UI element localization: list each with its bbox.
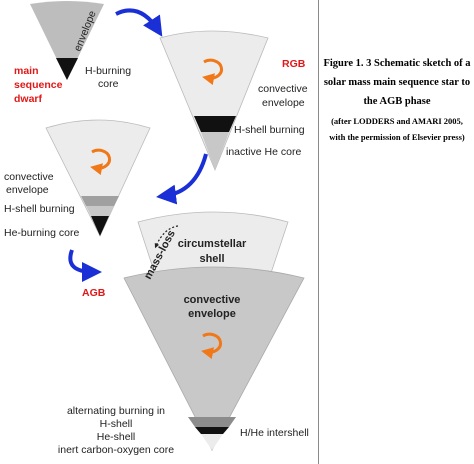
- stage3-h-shell-label: H-shell burning: [4, 203, 75, 215]
- rgb-wedge: [159, 30, 269, 172]
- svg-text:shell: shell: [199, 253, 224, 265]
- evolution-arrow-2: [156, 153, 208, 205]
- svg-text:He-shell: He-shell: [97, 431, 136, 443]
- svg-text:circumstellar: circumstellar: [178, 238, 247, 250]
- alternating-burning-label: alternating burning in H-shell He-shell …: [58, 405, 174, 456]
- evolution-arrow-3: [68, 249, 102, 282]
- agb-convective-envelope-label: convective envelope: [184, 294, 241, 320]
- circumstellar-shell-label: circumstellar shell: [178, 238, 247, 265]
- svg-text:alternating burning in: alternating burning in: [67, 405, 165, 417]
- he-burning-wedge: [45, 119, 151, 237]
- svg-text:convective: convective: [184, 294, 241, 306]
- he-stage-convection-swirl: [90, 148, 112, 176]
- rgb-label: RGB: [282, 58, 306, 70]
- agb-label: AGB: [82, 287, 106, 299]
- he-burning-core-label: He-burning core: [4, 227, 79, 239]
- svg-text:H-shell: H-shell: [100, 418, 133, 430]
- rgb-h-shell-label: H-shell burning: [234, 124, 305, 136]
- agb-convection-swirl: [201, 332, 223, 360]
- inactive-he-core-label: inactive He core: [226, 146, 301, 158]
- svg-text:inert carbon-oxygen core: inert carbon-oxygen core: [58, 444, 174, 456]
- svg-text:core: core: [98, 78, 119, 90]
- mass-loss-arrow: [154, 225, 179, 249]
- svg-text:envelope: envelope: [188, 308, 236, 320]
- figure-panel: envelope main sequence dwarf H-burning c…: [4, 0, 319, 464]
- svg-text:H-burning: H-burning: [85, 65, 131, 77]
- intershell-label: H/He intershell: [240, 427, 309, 439]
- svg-text:sequence: sequence: [14, 79, 63, 91]
- stellar-evolution-diagram: envelope main sequence dwarf H-burning c…: [4, 1, 309, 456]
- evolution-arrow-1: [115, 8, 163, 37]
- stage3-convective-envelope-label: convective envelope: [4, 171, 54, 196]
- main-sequence-dwarf-label: main sequence dwarf: [14, 65, 63, 105]
- svg-text:convective: convective: [258, 83, 308, 95]
- caption-note: (after LODDERS and AMARI 2005, with the …: [329, 116, 465, 142]
- rgb-convection-swirl: [202, 58, 224, 86]
- rgb-convective-envelope-label: convective envelope: [258, 83, 308, 109]
- svg-text:envelope: envelope: [262, 97, 305, 109]
- h-burning-core-label: H-burning core: [85, 65, 131, 90]
- figure-caption: Figure 1. 3 Schematic sketch of a solar …: [322, 54, 472, 145]
- svg-text:convective: convective: [4, 171, 54, 183]
- svg-text:envelope: envelope: [6, 184, 49, 196]
- caption-title: Figure 1. 3 Schematic sketch of a solar …: [323, 58, 471, 107]
- svg-text:dwarf: dwarf: [14, 93, 43, 105]
- svg-text:main: main: [14, 65, 39, 77]
- main-sequence-wedge: [30, 1, 104, 80]
